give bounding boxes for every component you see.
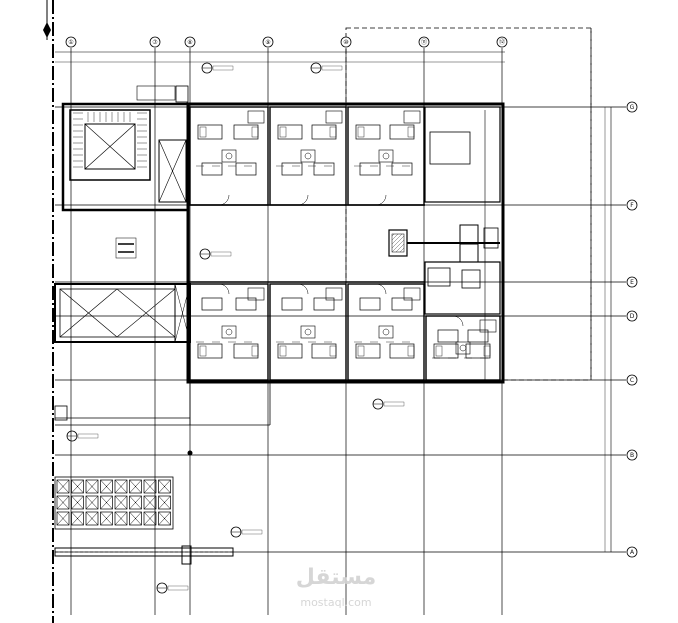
patient-room — [189, 283, 269, 381]
section-callout-tag — [372, 398, 405, 410]
grid-column-label: ⑪ — [421, 38, 427, 46]
skylight-roof-area — [54, 283, 191, 343]
section-callouts — [66, 62, 405, 594]
stair-core — [69, 109, 151, 181]
grid-row-label: C — [630, 377, 634, 384]
grid-row-label: E — [630, 279, 634, 286]
section-callout-tag — [199, 248, 232, 260]
grid-row-label: F — [630, 202, 634, 209]
planter-cell — [158, 479, 171, 494]
planter-cell — [71, 495, 84, 510]
watermark-latin: mostaql.com — [300, 596, 371, 609]
grid-column-lines — [70, 48, 503, 615]
grid-column-bubble: ⑩ — [340, 36, 352, 48]
grid-column-bubble: ⑫ — [496, 36, 508, 48]
planter-cell — [143, 479, 157, 494]
grid-row-label: B — [630, 452, 634, 459]
grid-row-label: G — [630, 104, 635, 111]
grid-row-bubble: F — [626, 199, 638, 211]
section-callout-tag — [310, 62, 343, 74]
planter-cell — [100, 479, 113, 494]
grid-row-bubble: B — [626, 449, 638, 461]
patient-room — [347, 106, 425, 206]
patient-room — [347, 283, 425, 381]
grid-row-bubble: A — [626, 546, 638, 558]
north-marker — [43, 0, 51, 40]
grid-row-bubbles: G F E D C B A — [626, 101, 638, 558]
planter-cell — [100, 495, 113, 510]
patient-room — [269, 106, 347, 206]
planter-cell — [143, 495, 157, 510]
planter-cell — [56, 479, 70, 494]
planter-cell — [129, 479, 142, 494]
grid-row-bubble: E — [626, 276, 638, 288]
planter-cell — [158, 495, 171, 510]
grid-row-bubble: C — [626, 374, 638, 386]
grid-row-lines — [55, 106, 626, 553]
grid-column-label: ⑩ — [343, 39, 348, 46]
section-callout-tag — [201, 62, 234, 74]
mostaql-watermark: مستقل mostaql.com — [296, 565, 376, 609]
grid-column-label: ① — [68, 39, 73, 46]
planter-cell — [129, 511, 142, 526]
watermark-arabic: مستقل — [296, 565, 376, 590]
patient-room — [269, 283, 347, 381]
planter-cell — [158, 511, 171, 526]
grid-row-bubble: D — [626, 310, 638, 322]
grid-column-label: ⑦ — [152, 39, 158, 46]
grid-row-label: A — [630, 549, 635, 556]
grid-column-bubble: ⑪ — [418, 36, 430, 48]
grid-column-label: ⑫ — [499, 38, 505, 46]
planter-cell — [85, 511, 99, 526]
grid-column-bubble: ⑨ — [262, 36, 274, 48]
lower-terrace — [54, 341, 271, 456]
planter-grid — [54, 476, 174, 530]
planter-cell — [56, 511, 70, 526]
patient-room — [189, 106, 269, 206]
planter-cell — [85, 479, 99, 494]
rooms-top-row — [189, 106, 425, 206]
service-rooms — [424, 106, 501, 380]
planter-cell — [114, 479, 128, 494]
bottom-boundary-wall — [54, 545, 234, 565]
future-extension-outline — [345, 27, 592, 381]
grid-column-bubble: ⑦ — [149, 36, 161, 48]
patient-room — [425, 315, 501, 381]
elevator-shaft — [136, 85, 189, 203]
planter-cell — [71, 511, 84, 526]
planter-cell — [71, 479, 84, 494]
planter-cell — [56, 495, 70, 510]
planter-cell — [100, 511, 113, 526]
right-dimension-chain — [604, 107, 612, 552]
planter-cell — [85, 495, 99, 510]
planter-cell — [129, 495, 142, 510]
top-dimension-line — [55, 51, 505, 63]
planter-cell — [114, 511, 128, 526]
building-outline — [61, 102, 505, 384]
grid-column-bubble: ⑧ — [184, 36, 196, 48]
section-callout-tag — [230, 526, 263, 538]
planter-cell — [114, 495, 128, 510]
grid-row-label: D — [630, 313, 635, 320]
grid-row-bubble: G — [626, 101, 638, 113]
rooms-bottom-row — [189, 283, 501, 381]
grid-column-label: ⑧ — [187, 39, 192, 46]
grid-column-bubbles: ① ⑦ ⑧ ⑨ ⑩ ⑪ ⑫ — [65, 36, 508, 48]
grid-column-label: ⑨ — [265, 39, 270, 46]
section-callout-tag — [66, 430, 99, 442]
corridor — [115, 204, 500, 283]
section-callout-tag — [156, 582, 189, 594]
planter-cell — [143, 511, 157, 526]
grid-column-bubble: ① — [65, 36, 77, 48]
